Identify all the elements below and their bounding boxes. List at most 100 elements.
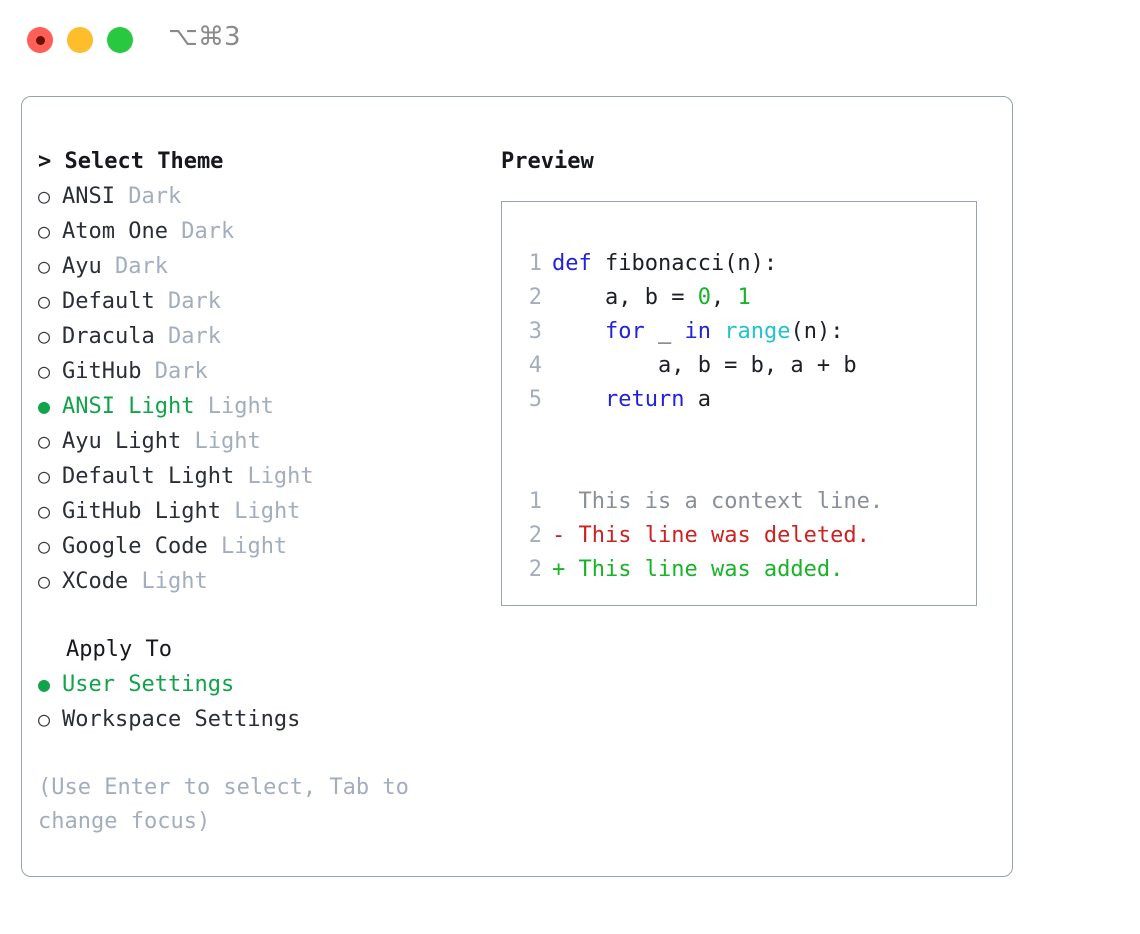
theme-option-ansi-light[interactable]: ●ANSI Light Light <box>38 389 478 424</box>
spacer <box>141 355 154 389</box>
spacer <box>181 425 194 459</box>
line-number: 2 <box>528 557 542 582</box>
theme-option-default[interactable]: ○ Default Dark <box>38 284 478 319</box>
code-line: 4 a, b = b, a + b <box>516 349 883 383</box>
maximize-window-button[interactable] <box>107 27 133 53</box>
theme-variant-badge: Dark <box>128 184 182 209</box>
apply-to-option-name: Workspace Settings <box>62 707 301 732</box>
code-token <box>552 387 605 412</box>
theme-variant-badge: Light <box>220 534 288 559</box>
apply-to-section: Apply To ● User Settings ○ Workspace Settin… <box>38 633 478 737</box>
line-number: 5 <box>528 387 542 412</box>
code-line-content: def fibonacci(n): <box>552 247 777 281</box>
theme-option-name: XCode <box>62 569 129 594</box>
diff-text: This is a context line. <box>578 489 884 514</box>
radio-unselected-icon: ○ <box>38 324 51 348</box>
code-line: 2 a, b = 0, 1 <box>516 281 883 315</box>
preview-heading: Preview <box>501 149 594 174</box>
code-token: 0 <box>697 285 711 310</box>
code-line-content: for _ in range(n): <box>552 315 843 349</box>
line-number: 2 <box>528 285 542 310</box>
code-token: in <box>684 319 711 344</box>
line-number: 1 <box>528 251 542 276</box>
theme-option-atom-one[interactable]: ○Atom One Dark <box>38 214 478 249</box>
theme-option-xcode[interactable]: ○ XCode Light <box>38 564 478 599</box>
radio-unselected-icon: ○ <box>38 569 51 593</box>
theme-variant-badge: Light <box>207 394 274 419</box>
code-blank-line <box>516 417 883 451</box>
theme-variant-badge: Dark <box>167 289 221 314</box>
apply-to-heading: Apply To <box>66 637 172 662</box>
diff-marker: - <box>552 523 579 548</box>
theme-option-name: Default <box>62 289 155 314</box>
code-line-content: a, b = 0, 1 <box>552 281 751 315</box>
code-token: range <box>724 319 791 344</box>
theme-selector-column: > Select Theme ○ANSI Dark○Atom One Dark○… <box>38 145 478 839</box>
code-token: a, b = <box>552 285 698 310</box>
theme-option-google-code[interactable]: ○ Google Code Light <box>38 529 478 564</box>
theme-option-dracula[interactable]: ○ Dracula Dark <box>38 319 478 354</box>
theme-option-name: Ayu Light <box>62 429 182 454</box>
spacer <box>128 565 141 599</box>
code-line: 1 def fibonacci(n): <box>516 247 883 281</box>
theme-option-ayu-light[interactable]: ○Ayu Light Light <box>38 424 478 459</box>
code-line: 3 for _ in range(n): <box>516 315 883 349</box>
window-titlebar: ⌥⌘3 <box>0 0 1140 78</box>
theme-variant-badge: Dark <box>115 254 168 279</box>
line-number: 3 <box>528 319 542 344</box>
theme-option-github-light[interactable]: ○GitHub Light Light <box>38 494 478 529</box>
apply-to-option-workspace-settings[interactable]: ○ Workspace Settings <box>38 702 478 737</box>
code-token <box>552 319 605 344</box>
diff-line: 2+ This line was added. <box>516 553 883 587</box>
select-theme-heading: > Select Theme <box>38 149 224 174</box>
code-token: (n): <box>790 319 844 344</box>
theme-list: ○ANSI Dark○Atom One Dark○Ayu Dark○Defaul… <box>38 179 478 599</box>
code-line-content: a, b = b, a + b <box>552 349 857 383</box>
radio-unselected-icon: ○ <box>38 534 51 558</box>
theme-option-ansi[interactable]: ○ ANSI Dark <box>38 179 478 214</box>
theme-option-github[interactable]: ○GitHub Dark <box>38 354 478 389</box>
radio-unselected-icon: ○ <box>38 707 51 731</box>
theme-option-name: ANSI <box>62 184 115 209</box>
line-number: 2 <box>528 523 542 548</box>
diff-marker <box>552 485 579 519</box>
theme-option-ayu[interactable]: ○Ayu Dark <box>38 249 478 284</box>
line-number: 4 <box>528 353 542 378</box>
code-token: a <box>684 387 711 412</box>
theme-option-name: ANSI Light <box>62 394 195 419</box>
spacer <box>194 390 207 424</box>
theme-option-name: GitHub <box>62 359 142 384</box>
theme-variant-badge: Dark <box>181 219 235 244</box>
keyboard-shortcut-label: ⌥⌘3 <box>168 22 241 52</box>
diff-text: This line was deleted. <box>578 523 870 548</box>
code-token <box>711 319 724 344</box>
apply-to-option-user-settings[interactable]: ● User Settings <box>38 667 478 702</box>
theme-option-name: Ayu <box>62 254 102 279</box>
diff-marker: + <box>552 557 579 582</box>
close-icon <box>35 35 45 45</box>
spacer <box>221 495 234 529</box>
minimize-window-button[interactable] <box>67 27 93 53</box>
code-blank-line <box>516 451 883 485</box>
code-token: 1 <box>737 285 751 310</box>
theme-variant-badge: Light <box>247 464 314 489</box>
code-line: 5 return a <box>516 383 883 417</box>
theme-variant-badge: Light <box>141 569 208 594</box>
theme-variant-badge: Dark <box>154 359 208 384</box>
theme-option-default-light[interactable]: ○Default Light Light <box>38 459 478 494</box>
code-token: fibonacci(n): <box>604 251 778 276</box>
theme-variant-badge: Light <box>234 499 301 524</box>
theme-variant-badge: Dark <box>167 324 221 349</box>
radio-selected-icon: ● <box>38 672 51 696</box>
radio-unselected-icon: ○ <box>38 289 51 313</box>
apply-to-option-name: User Settings <box>62 672 235 697</box>
close-window-button[interactable] <box>27 27 53 53</box>
radio-unselected-icon: ○ <box>38 184 51 208</box>
spacer <box>208 530 221 564</box>
theme-option-name: Dracula <box>62 324 155 349</box>
theme-option-name: Google Code <box>62 534 208 559</box>
spacer <box>155 285 168 319</box>
theme-option-name: Default Light <box>62 464 235 489</box>
